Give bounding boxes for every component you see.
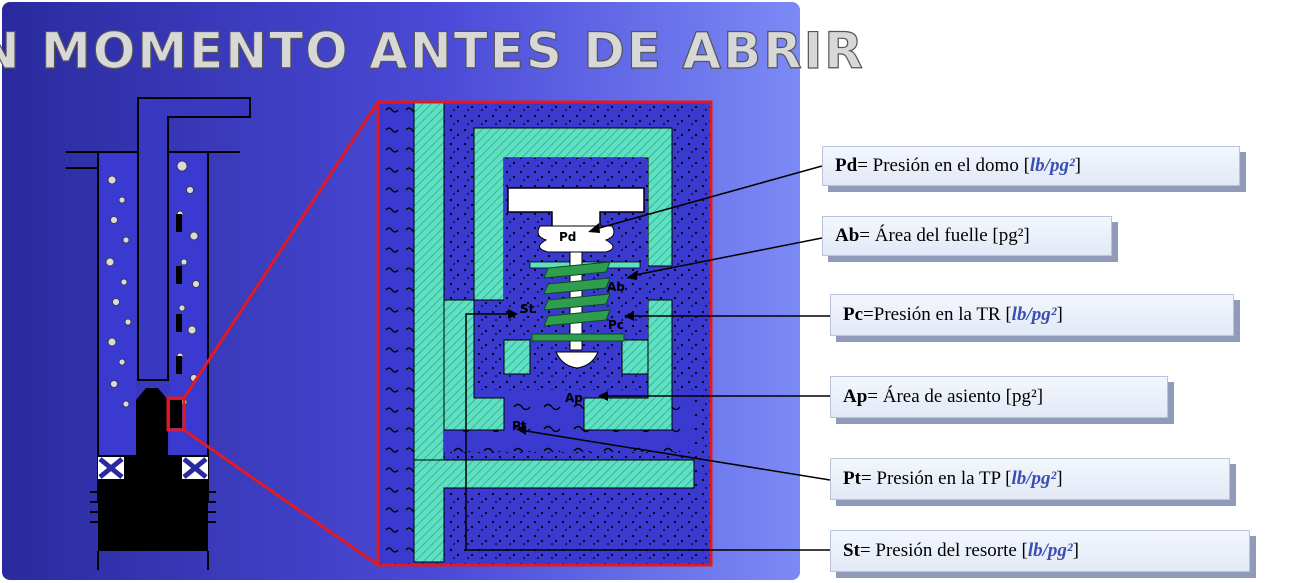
zoom-line-top xyxy=(182,101,380,399)
zoom-line-bottom xyxy=(183,428,379,567)
label-ab: Ab xyxy=(607,280,625,294)
label-ap: Ap xyxy=(565,391,583,405)
zoom-frame xyxy=(376,100,713,567)
label-box-ap: Ap= Área de asiento [pg²] xyxy=(830,376,1168,418)
label-box-pd: Pd = Presión en el domo [lb/pg²] xyxy=(822,146,1240,186)
diagram-title: UN MOMENTO ANTES DE ABRIR xyxy=(0,22,865,80)
label-box-st: St = Presión del resorte [lb/pg²] xyxy=(830,530,1250,572)
leader-arrows xyxy=(508,223,638,435)
label-st: St xyxy=(520,302,535,316)
leader-lines xyxy=(465,165,831,551)
valve-detail: Pd Ab St Pc Ap Pt xyxy=(376,100,713,567)
label-pc: Pc xyxy=(608,318,624,332)
well-schematic xyxy=(66,97,251,570)
label-pd: Pd xyxy=(559,230,576,244)
label-box-pt: Pt = Presión en la TP [lb/pg²] xyxy=(830,458,1230,500)
label-box-ab: Ab = Área del fuelle [pg²] xyxy=(822,216,1112,256)
label-box-pc: Pc =Presión en la TR [lb/pg²] xyxy=(830,294,1234,336)
